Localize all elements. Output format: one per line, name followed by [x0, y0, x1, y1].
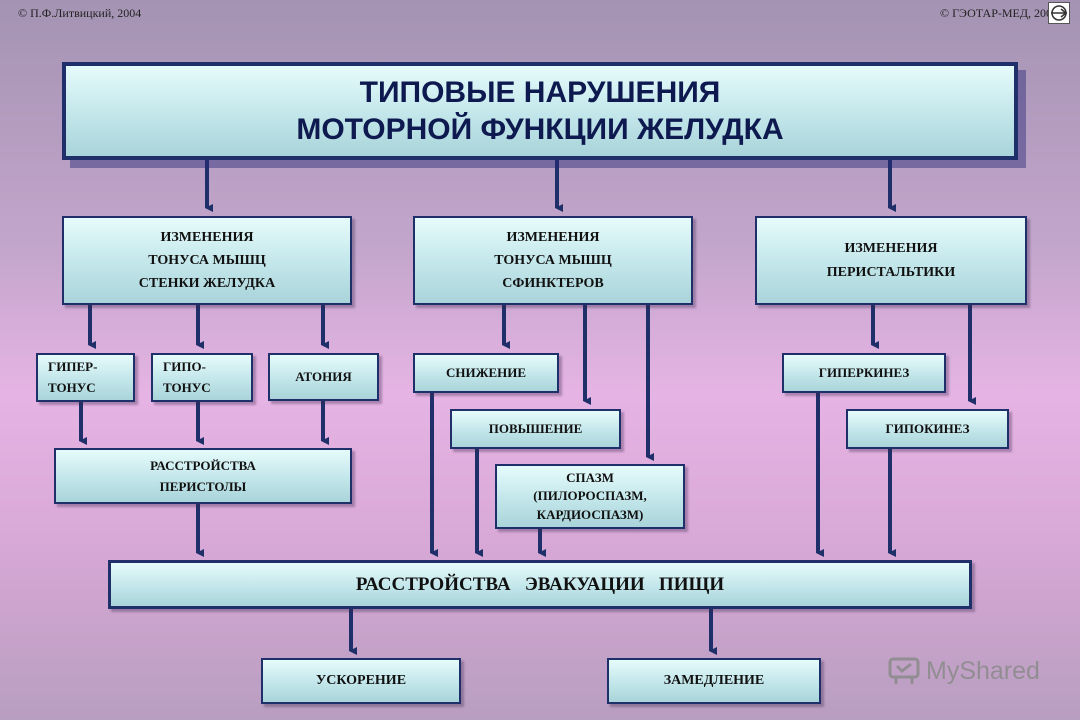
item-decrease: СНИЖЕНИЕ: [413, 353, 559, 393]
navigation-icon[interactable]: [1048, 2, 1070, 24]
item-increase: ПОВЫШЕНИЕ: [450, 409, 621, 449]
item-hyperkinesis: ГИПЕРКИНЕЗ: [782, 353, 946, 393]
item-hypertonus: ГИПЕР- ТОНУС: [36, 353, 135, 402]
watermark-logo: MyShared: [888, 656, 1040, 686]
item-spasm: СПАЗМ (ПИЛОРОСПАЗМ, КАРДИОСПАЗМ): [495, 464, 685, 529]
item-hypokinesis: ГИПОКИНЕЗ: [846, 409, 1009, 449]
outcome-deceleration: ЗАМЕДЛЕНИЕ: [607, 658, 821, 704]
watermark-text: MyShared: [926, 656, 1040, 685]
evacuation-disorders: РАССТРОЙСТВА ЭВАКУАЦИИ ПИЩИ: [108, 560, 972, 609]
category-peristalsis: ИЗМЕНЕНИЯ ПЕРИСТАЛЬТИКИ: [755, 216, 1027, 305]
item-hypotonus: ГИПО- ТОНУС: [151, 353, 253, 402]
diagram-title: ТИПОВЫЕ НАРУШЕНИЯ МОТОРНОЙ ФУНКЦИИ ЖЕЛУД…: [62, 62, 1018, 160]
category-wall-tone: ИЗМЕНЕНИЯ ТОНУСА МЫШЦ СТЕНКИ ЖЕЛУДКА: [62, 216, 352, 305]
outcome-acceleration: УСКОРЕНИЕ: [261, 658, 461, 704]
copyright-left: © П.Ф.Литвицкий, 2004: [18, 6, 142, 20]
category-sphincter-tone: ИЗМЕНЕНИЯ ТОНУСА МЫШЦ СФИНКТЕРОВ: [413, 216, 693, 305]
item-atony: АТОНИЯ: [268, 353, 379, 401]
watermark-icon: [888, 657, 920, 684]
item-peristole-disorders: РАССТРОЙСТВА ПЕРИСТОЛЫ: [54, 448, 352, 504]
copyright-right: © ГЭОТАР-МЕД, 2004: [940, 6, 1059, 20]
